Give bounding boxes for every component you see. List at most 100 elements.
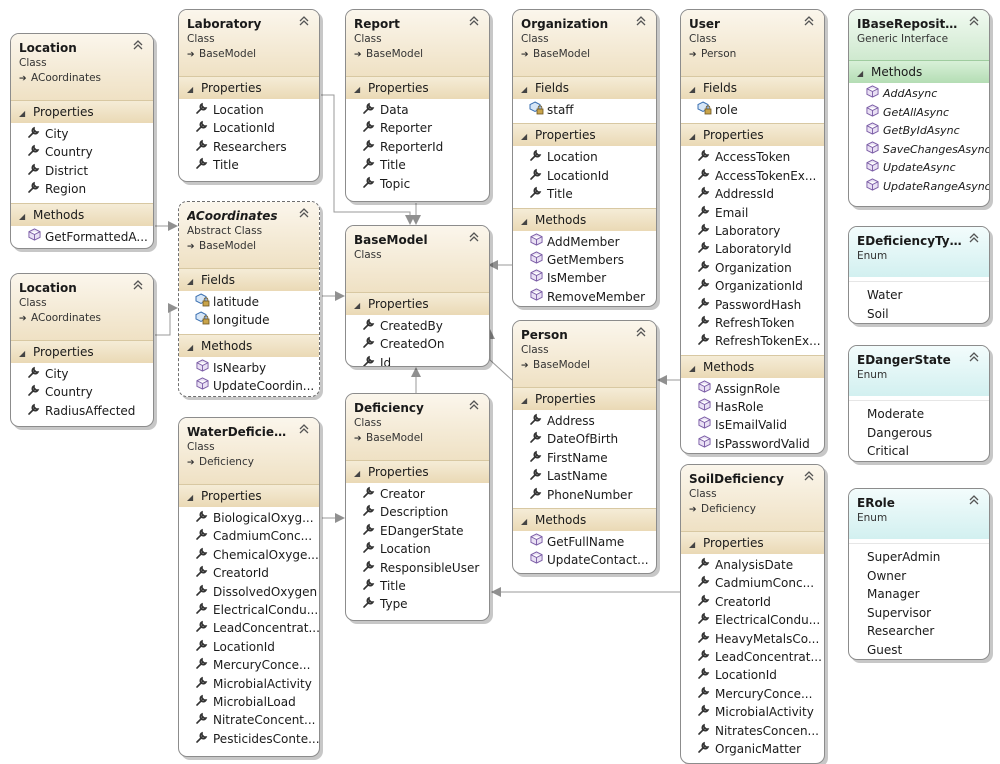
double-chevron-up-icon[interactable] bbox=[469, 232, 481, 242]
member-item[interactable]: RefreshToken bbox=[681, 314, 824, 332]
enum-value[interactable]: Supervisor bbox=[867, 605, 932, 620]
member-item[interactable]: MicrobialLoad bbox=[179, 693, 319, 711]
member-item[interactable]: Creator bbox=[346, 485, 489, 503]
member-item[interactable]: Location bbox=[513, 148, 656, 166]
member-item[interactable]: CreatorId bbox=[179, 564, 319, 582]
member-item[interactable]: ReporterId bbox=[346, 138, 489, 156]
collapse-triangle-icon[interactable]: ◢ bbox=[689, 363, 696, 373]
member-item[interactable]: PhoneNumber bbox=[513, 486, 656, 504]
member-item[interactable]: EDangerState bbox=[346, 522, 489, 540]
double-chevron-up-icon[interactable] bbox=[299, 16, 311, 26]
class-box-ibaserepository[interactable]: IBaseRepository...Generic Interface◢Meth… bbox=[848, 9, 990, 207]
collapse-triangle-icon[interactable]: ◢ bbox=[19, 211, 26, 221]
double-chevron-up-icon[interactable] bbox=[969, 352, 981, 362]
member-item[interactable]: Description bbox=[346, 503, 489, 521]
member-item[interactable]: UpdateCoordin... bbox=[179, 377, 319, 395]
member-item[interactable]: LocationId bbox=[513, 167, 656, 185]
section-header-methods[interactable]: ◢Methods bbox=[513, 207, 656, 231]
section-header-properties[interactable]: ◢Properties bbox=[11, 340, 153, 363]
double-chevron-up-icon[interactable] bbox=[299, 208, 311, 218]
section-header-properties[interactable]: ◢Properties bbox=[346, 292, 489, 315]
member-item[interactable]: District bbox=[11, 162, 153, 180]
collapse-triangle-icon[interactable]: ◢ bbox=[19, 109, 26, 118]
enum-value[interactable]: Manager bbox=[867, 587, 920, 601]
section-header-properties[interactable]: ◢Properties bbox=[681, 531, 824, 554]
member-item[interactable]: Location bbox=[179, 101, 319, 119]
member-item[interactable]: CreatorId bbox=[681, 593, 824, 611]
section-header-fields[interactable]: ◢Fields bbox=[513, 76, 656, 99]
collapse-triangle-icon[interactable]: ◢ bbox=[19, 349, 26, 358]
section-header-properties[interactable]: ◢Properties bbox=[513, 123, 656, 147]
member-item[interactable]: ResponsibleUser bbox=[346, 559, 489, 577]
member-item[interactable]: OrganizationId bbox=[681, 277, 824, 295]
member-item[interactable]: longitude bbox=[179, 311, 319, 329]
collapse-triangle-icon[interactable]: ◢ bbox=[521, 132, 528, 142]
member-item[interactable]: UpdateContact... bbox=[513, 551, 656, 569]
section-header-methods[interactable]: ◢Methods bbox=[513, 507, 656, 531]
enum-value[interactable]: Guest bbox=[867, 642, 903, 657]
double-chevron-up-icon[interactable] bbox=[636, 327, 648, 337]
member-item[interactable]: MicrobialActivity bbox=[681, 703, 824, 721]
member-item[interactable]: MercuryConce... bbox=[681, 685, 824, 703]
member-item[interactable]: OrganicMatter bbox=[681, 740, 824, 758]
section-header-properties[interactable]: ◢Properties bbox=[179, 76, 319, 99]
member-item[interactable]: Data bbox=[346, 101, 489, 119]
member-item[interactable]: CadmiumConc... bbox=[179, 527, 319, 545]
member-item[interactable]: Region bbox=[11, 180, 153, 198]
enum-value[interactable]: SuperAdmin bbox=[867, 550, 941, 564]
member-item[interactable]: LastName bbox=[513, 467, 656, 485]
member-item[interactable]: DissolvedOxygen bbox=[179, 583, 319, 601]
member-item[interactable]: AnalysisDate bbox=[681, 556, 824, 574]
collapse-triangle-icon[interactable]: ◢ bbox=[354, 469, 361, 478]
double-chevron-up-icon[interactable] bbox=[969, 495, 981, 505]
member-item[interactable]: Location bbox=[346, 540, 489, 558]
enum-value[interactable]: Moderate bbox=[867, 407, 925, 421]
member-item[interactable]: Researchers bbox=[179, 138, 319, 156]
member-item[interactable]: AddressId bbox=[681, 185, 824, 203]
enum-value[interactable]: Soil bbox=[867, 306, 889, 321]
member-item[interactable]: AddAsync bbox=[849, 85, 989, 104]
member-item[interactable]: Title bbox=[179, 156, 319, 174]
member-item[interactable]: LocationId bbox=[179, 119, 319, 137]
member-item[interactable]: Title bbox=[346, 577, 489, 595]
collapse-triangle-icon[interactable]: ◢ bbox=[187, 277, 194, 286]
member-item[interactable]: Type bbox=[346, 595, 489, 613]
member-item[interactable]: FirstName bbox=[513, 449, 656, 467]
section-header-methods[interactable]: ◢Methods bbox=[179, 333, 319, 357]
member-item[interactable]: Title bbox=[346, 156, 489, 174]
member-item[interactable]: IsEmailValid bbox=[681, 416, 824, 434]
member-item[interactable]: RadiusAffected bbox=[11, 402, 153, 420]
collapse-triangle-icon[interactable]: ◢ bbox=[354, 85, 361, 94]
collapse-triangle-icon[interactable]: ◢ bbox=[521, 85, 528, 94]
member-item[interactable]: LaboratoryId bbox=[681, 240, 824, 258]
enum-value[interactable]: Dangerous bbox=[867, 425, 933, 440]
section-header-properties[interactable]: ◢Properties bbox=[346, 460, 489, 483]
section-header-properties[interactable]: ◢Properties bbox=[11, 100, 153, 123]
member-item[interactable]: GetMembers bbox=[513, 251, 656, 269]
collapse-triangle-icon[interactable]: ◢ bbox=[521, 216, 528, 226]
member-item[interactable]: UpdateRangeAsync bbox=[849, 177, 989, 197]
double-chevron-up-icon[interactable] bbox=[133, 280, 145, 290]
collapse-triangle-icon[interactable]: ◢ bbox=[187, 85, 194, 94]
